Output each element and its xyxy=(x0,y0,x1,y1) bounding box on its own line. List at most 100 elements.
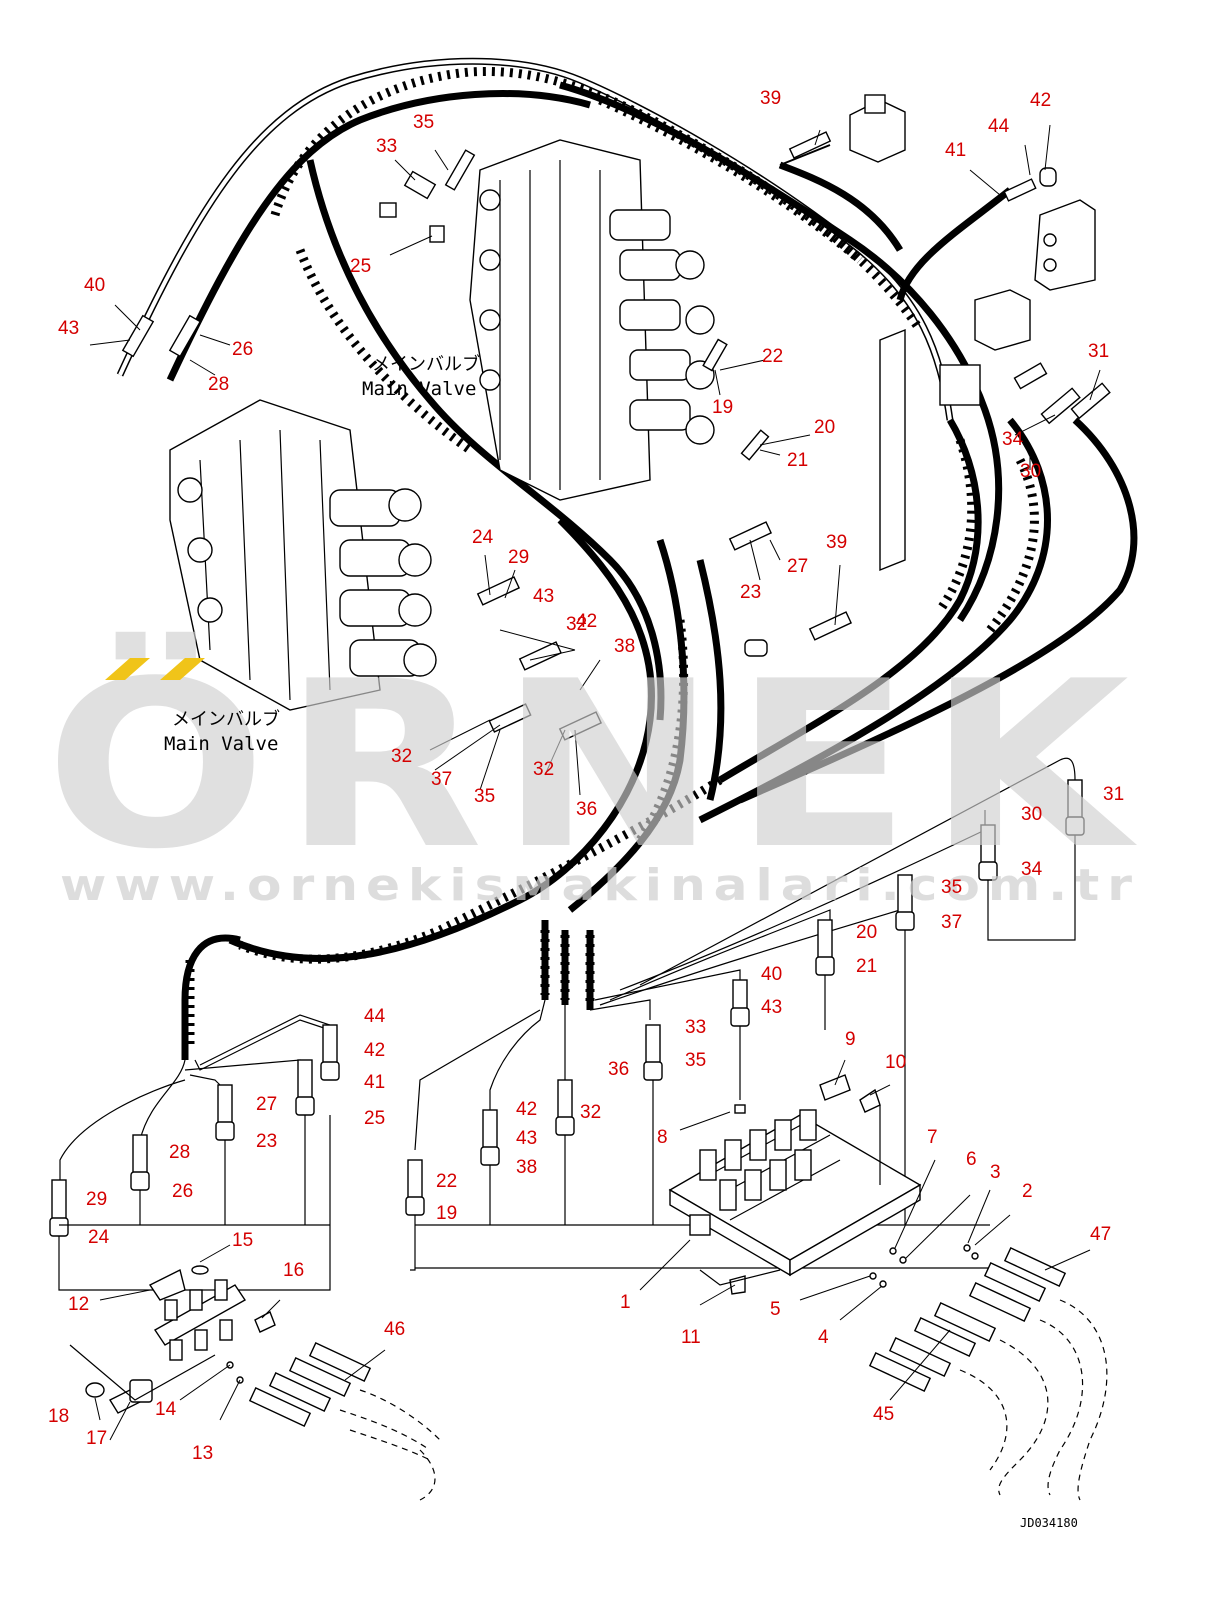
callout: 20 xyxy=(814,417,835,438)
callout: 19 xyxy=(712,397,733,418)
grouping-lines xyxy=(58,835,1076,1291)
callout: 21 xyxy=(787,450,808,471)
callout: 34 xyxy=(1002,429,1024,450)
callout: 42 xyxy=(1030,90,1051,111)
callout: 28 xyxy=(169,1142,190,1163)
callout: 32 xyxy=(533,759,554,780)
callout: 22 xyxy=(436,1171,457,1192)
callout: 30 xyxy=(1021,804,1042,825)
callout: 18 xyxy=(48,1406,69,1427)
callout: 30 xyxy=(1020,461,1041,482)
callout: 37 xyxy=(941,912,962,933)
callout: 10 xyxy=(885,1052,906,1073)
fittings-upper xyxy=(121,131,1111,741)
callout: 43 xyxy=(516,1128,537,1149)
callout: 2 xyxy=(1022,1181,1033,1202)
callout: 42 xyxy=(576,611,597,632)
lower-hose-lines xyxy=(59,757,1076,1180)
callout: 39 xyxy=(760,88,781,109)
callout: 13 xyxy=(192,1443,213,1464)
callout: 24 xyxy=(88,1227,110,1248)
callout: 29 xyxy=(508,547,529,568)
callout: 24 xyxy=(472,527,494,548)
main-valve-lower xyxy=(169,399,437,711)
callout: 32 xyxy=(391,746,412,767)
callout: 23 xyxy=(256,1131,277,1152)
callout: 8 xyxy=(657,1127,668,1148)
callout: 19 xyxy=(436,1203,457,1224)
callout: 39 xyxy=(826,532,847,553)
solenoid-block-small xyxy=(69,1265,276,1414)
callout: 42 xyxy=(516,1099,537,1120)
callout: 44 xyxy=(364,1006,386,1027)
main-valve-label-en-lower: Main Valve xyxy=(164,733,278,755)
callout: 46 xyxy=(384,1319,405,1340)
callout: 12 xyxy=(68,1294,89,1315)
callout: 4 xyxy=(818,1327,829,1348)
callout: 42 xyxy=(364,1040,385,1061)
watermark-url: www.ornekisмakinalari.com.tr xyxy=(60,860,1140,911)
drawing-code: JD034180 xyxy=(1020,1516,1078,1530)
callout: 14 xyxy=(155,1399,177,1420)
watermark-letters: ÖRNEK xyxy=(45,631,1145,900)
callout: 31 xyxy=(1088,341,1109,362)
callout: 26 xyxy=(172,1181,193,1202)
callout: 35 xyxy=(413,112,434,133)
callout: 32 xyxy=(566,614,587,635)
callout: 7 xyxy=(927,1127,938,1148)
callout: 41 xyxy=(945,140,966,161)
callout: 29 xyxy=(86,1189,107,1210)
callout: 33 xyxy=(376,136,397,157)
callout: 47 xyxy=(1090,1224,1111,1245)
solenoid-valve-box xyxy=(668,1074,922,1295)
callout: 16 xyxy=(283,1260,304,1281)
callout: 38 xyxy=(614,636,635,657)
callout: 25 xyxy=(350,256,371,277)
main-valve-label-en-upper: Main Valve xyxy=(362,378,476,400)
callout: 40 xyxy=(84,275,105,296)
callout: 17 xyxy=(86,1428,107,1449)
callout: 34 xyxy=(1021,859,1043,880)
callout: 45 xyxy=(873,1404,894,1425)
connector-harness-left xyxy=(248,1342,441,1501)
callout: 27 xyxy=(256,1094,277,1115)
callout: 26 xyxy=(232,339,253,360)
callout: 36 xyxy=(608,1059,629,1080)
main-valve-label-jp-upper: メインバルブ xyxy=(372,353,480,375)
callout: 43 xyxy=(533,586,554,607)
callout: 38 xyxy=(516,1157,537,1178)
callout: 21 xyxy=(856,956,877,977)
watermark: ÖRNEK www.ornekisмakinalari.com.tr xyxy=(45,631,1145,911)
connector-harness-right xyxy=(868,1247,1108,1501)
callout: 20 xyxy=(856,922,877,943)
callout: 41 xyxy=(364,1072,385,1093)
callout: 3 xyxy=(990,1162,1001,1183)
callout: 5 xyxy=(770,1299,781,1320)
callout: 32 xyxy=(580,1102,601,1123)
main-valve-upper xyxy=(469,139,715,501)
callout: 37 xyxy=(431,769,452,790)
callout: 23 xyxy=(740,582,761,603)
upper-hose-harness xyxy=(116,57,1138,1060)
callout: 6 xyxy=(966,1149,977,1170)
callout: 25 xyxy=(364,1108,385,1129)
callout: 35 xyxy=(685,1050,706,1071)
callout: 22 xyxy=(762,346,783,367)
callout: 15 xyxy=(232,1230,253,1251)
o-rings xyxy=(869,1244,979,1288)
callout: 28 xyxy=(208,374,229,395)
callout: 44 xyxy=(988,116,1010,137)
callout: 43 xyxy=(761,997,782,1018)
pilot-valve-blocks xyxy=(849,94,1096,572)
callouts: 1 2 3 4 5 6 7 8 9 10 11 12 13 14 15 16 1… xyxy=(48,88,1124,1464)
callout: 40 xyxy=(761,964,782,985)
main-valve-label-jp-lower: メインバルブ xyxy=(172,708,280,730)
watermark-accent xyxy=(105,658,205,680)
callout: 9 xyxy=(845,1029,856,1050)
callout: 36 xyxy=(576,799,597,820)
callout: 1 xyxy=(620,1292,631,1313)
callout: 11 xyxy=(681,1327,701,1348)
leader-lines xyxy=(89,124,1101,1441)
callout: 35 xyxy=(474,786,495,807)
